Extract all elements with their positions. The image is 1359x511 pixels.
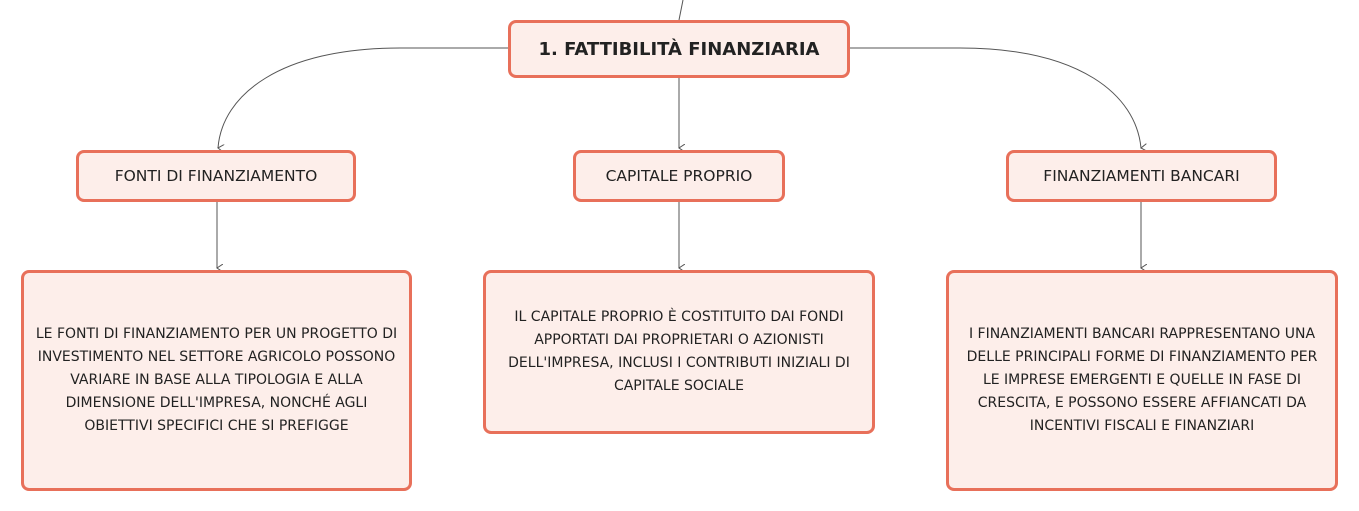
topic-label: FONTI DI FINANZIAMENTO <box>114 167 318 185</box>
subtopic-text: I FINANZIAMENTI BANCARI RAPPRESENTANO UN… <box>966 326 1318 434</box>
subtopic-capitale-description[interactable]: IL CAPITALE PROPRIO È COSTITUITO DAI FON… <box>483 270 875 434</box>
subtopic-banche-description[interactable]: I FINANZIAMENTI BANCARI RAPPRESENTANO UN… <box>946 270 1338 491</box>
subtopic-fonti-description[interactable]: LE FONTI DI FINANZIAMENTO PER UN PROGETT… <box>21 270 412 491</box>
topic-fonti-di-finanziamento[interactable]: FONTI DI FINANZIAMENTO <box>76 150 356 202</box>
subtopic-text: LE FONTI DI FINANZIAMENTO PER UN PROGETT… <box>35 326 398 434</box>
connector-root-banche <box>850 47 1141 148</box>
connector-incoming <box>678 0 684 21</box>
subtopic-text: IL CAPITALE PROPRIO È COSTITUITO DAI FON… <box>508 309 850 394</box>
topic-label: FINANZIAMENTI BANCARI <box>1043 167 1240 185</box>
connector-root-fonti <box>218 47 508 148</box>
root-topic-label: 1. FATTIBILITÀ FINANZIARIA <box>538 38 820 60</box>
topic-label: CAPITALE PROPRIO <box>605 167 753 185</box>
root-topic[interactable]: 1. FATTIBILITÀ FINANZIARIA <box>508 20 850 78</box>
topic-finanziamenti-bancari[interactable]: FINANZIAMENTI BANCARI <box>1006 150 1277 202</box>
topic-capitale-proprio[interactable]: CAPITALE PROPRIO <box>573 150 785 202</box>
